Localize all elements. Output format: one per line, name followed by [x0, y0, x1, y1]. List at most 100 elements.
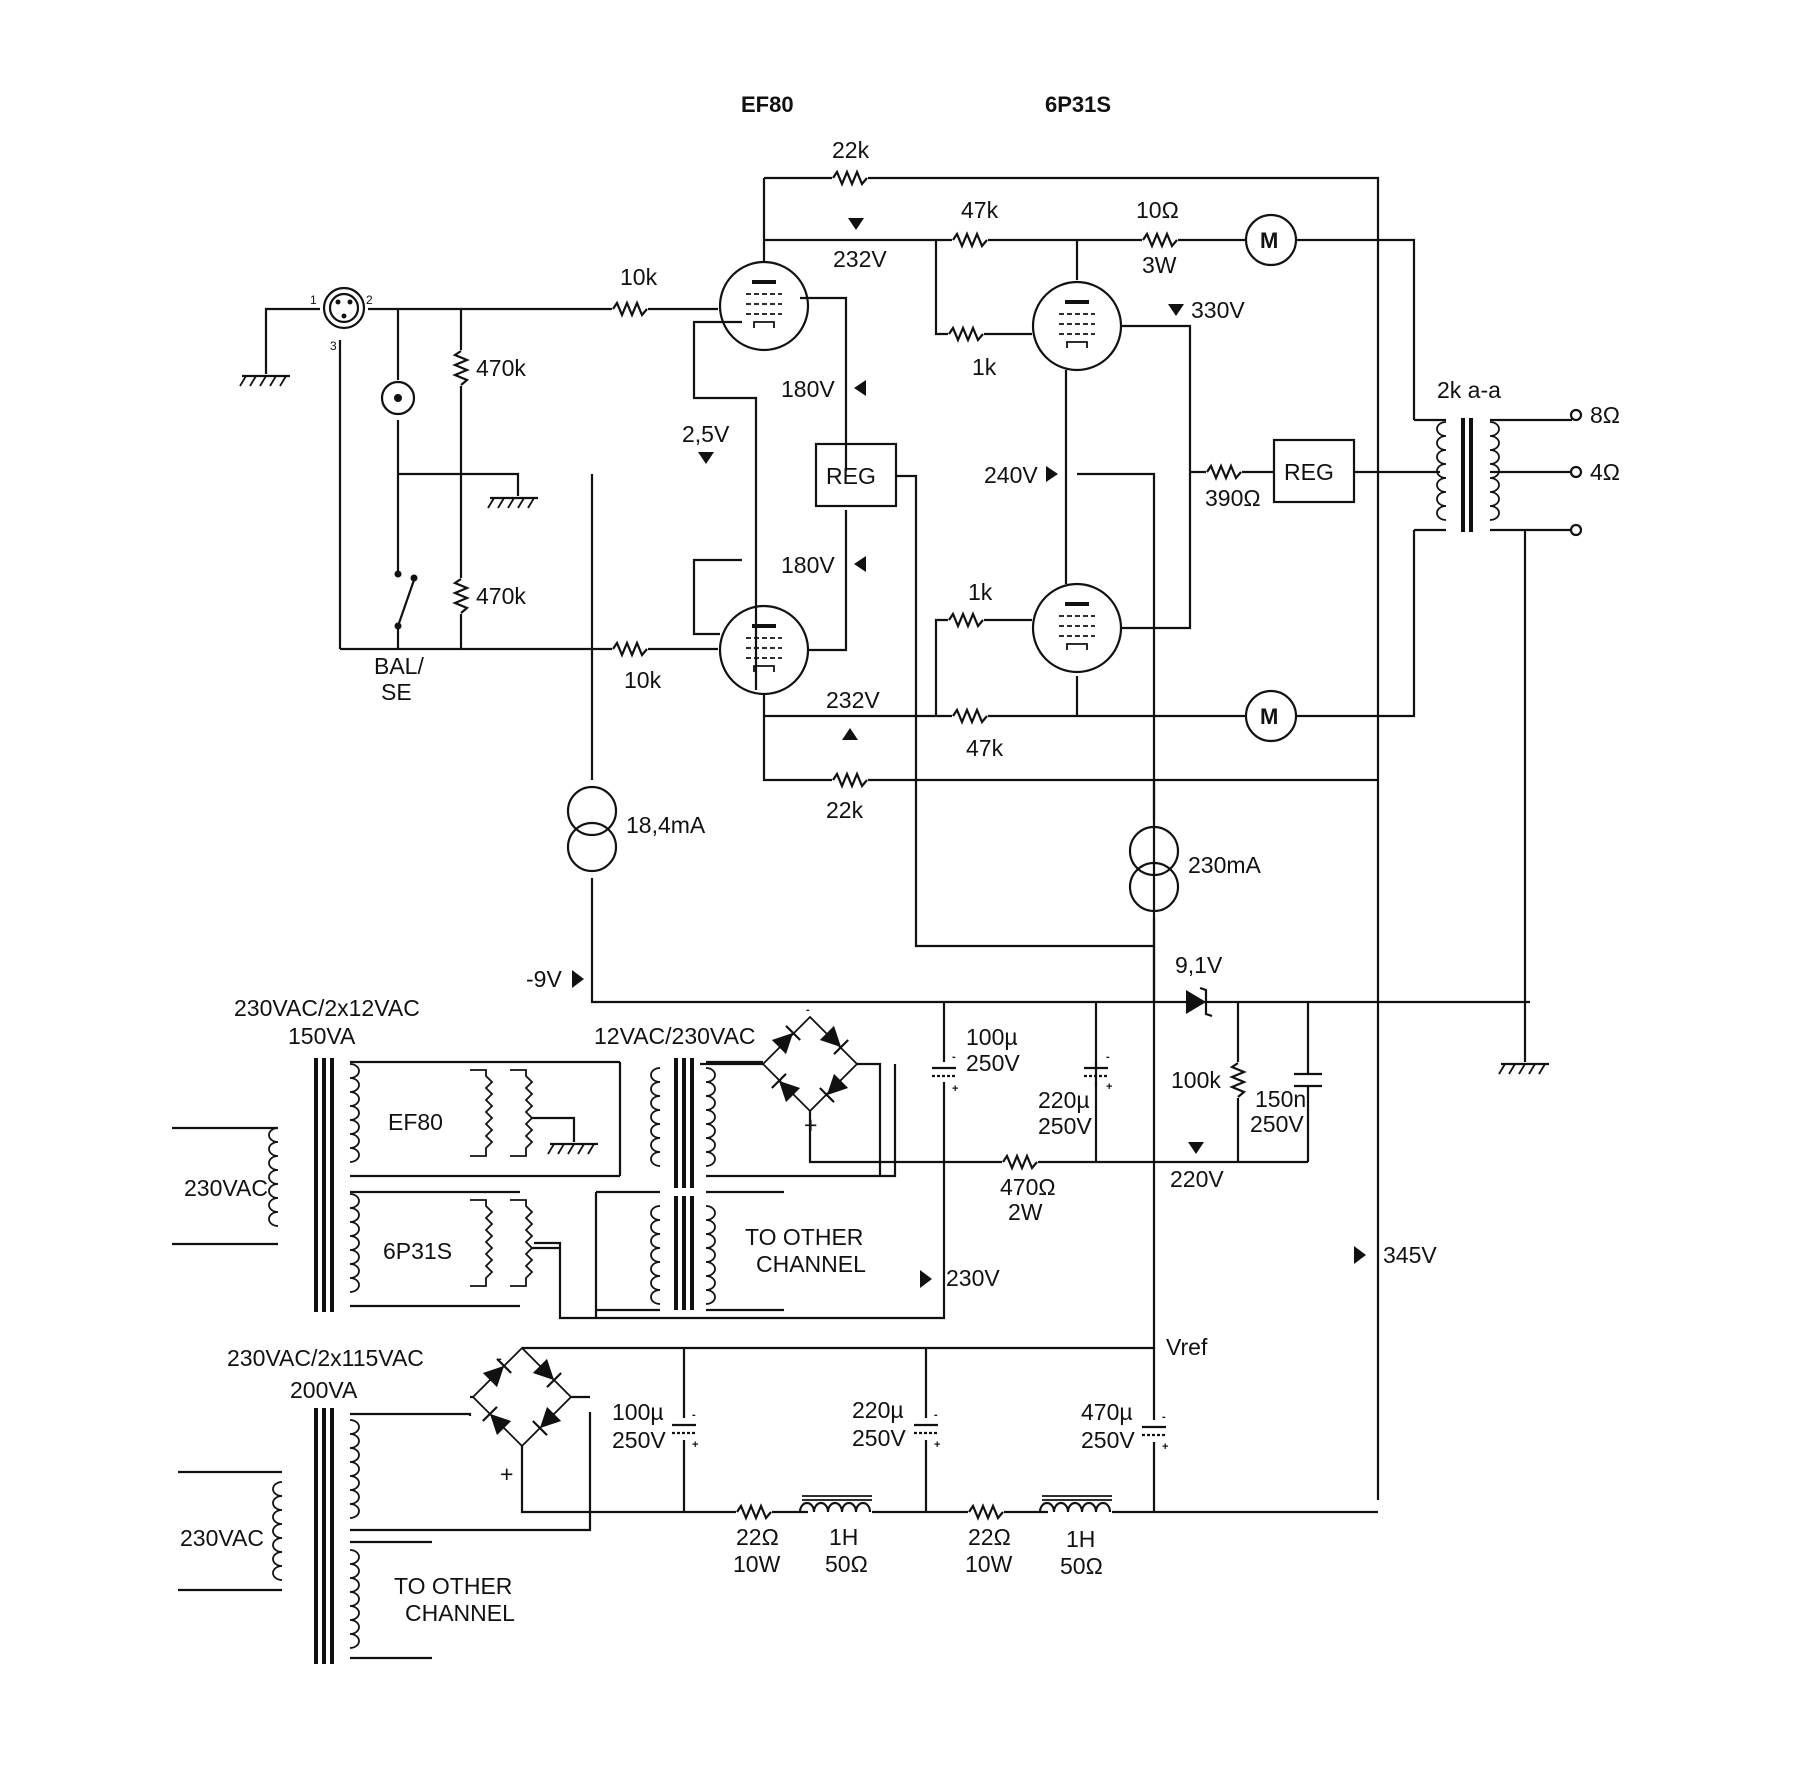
r10k-top-label: 10k: [620, 264, 658, 290]
r100k-label: 100k: [1171, 1067, 1221, 1093]
switch-label-1: BAL/: [374, 653, 424, 679]
ef80-title: EF80: [741, 92, 794, 117]
c470u-hv-plus: +: [1162, 1441, 1168, 1453]
r470ohm-w-label: 2W: [1008, 1199, 1043, 1225]
r390-label: 390Ω: [1205, 485, 1261, 511]
t3-name-label: 230VAC/2x115VAC: [227, 1345, 424, 1371]
ccs-18mA: [566, 785, 618, 873]
output-8ohm-terminal[interactable]: [1569, 408, 1583, 422]
v2-5-label: 2,5V: [682, 421, 730, 447]
r100k: [1230, 1002, 1246, 1162]
c470u-hv-label: 470µ: [1081, 1399, 1133, 1425]
transformer-heater: [172, 1058, 620, 1312]
c100u-lv-label: 100µ: [966, 1024, 1018, 1050]
transformer-step-up: [594, 1058, 897, 1318]
r22ohm-1-w-label: 10W: [733, 1551, 781, 1577]
r22ohm-1-label: 22Ω: [736, 1524, 779, 1550]
choke-1-label: 1H: [829, 1524, 858, 1550]
c100u-hv-label: 100µ: [612, 1399, 664, 1425]
bridge2-minus: -: [498, 1353, 502, 1365]
ccs-18mA-label: 18,4mA: [626, 812, 706, 838]
c470u-hv-v-label: 250V: [1081, 1427, 1135, 1453]
6p31s-title: 6P31S: [1045, 92, 1111, 117]
c220u-lv-plus: +: [1106, 1081, 1112, 1093]
t1-name-label: 230VAC/2x12VAC: [234, 995, 420, 1021]
xlr-pin2: 2: [366, 293, 373, 307]
anode-line-top: [764, 232, 1416, 420]
t1-primary-label: 230VAC: [184, 1175, 268, 1201]
c220u-hv-plus: +: [934, 1439, 940, 1451]
r47k-bot-label: 47k: [966, 735, 1004, 761]
c220u-hv-v-label: 250V: [852, 1425, 906, 1451]
c220u-lv-label: 220µ: [1038, 1087, 1090, 1113]
v240-label: 240V: [984, 462, 1038, 488]
c100u-hv-plus: +: [692, 1439, 698, 1451]
meter-top-label: M: [1260, 228, 1278, 253]
r10ohm-watt-label: 3W: [1142, 252, 1177, 278]
ground-input: [238, 374, 292, 388]
meter-bottom: M: [1244, 689, 1298, 743]
t1-va-label: 150VA: [288, 1023, 356, 1049]
feedback-resistor-top: [762, 170, 1380, 1500]
t3-other-1: TO OTHER: [394, 1573, 512, 1599]
r470k-top-label: 470k: [476, 355, 526, 381]
r22ohm-2-w-label: 10W: [965, 1551, 1013, 1577]
6p31s-reg-label: REG: [1284, 459, 1334, 485]
c100u-lv-minus: -: [952, 1051, 956, 1063]
c100u-lv-v-label: 250V: [966, 1050, 1020, 1076]
ground-heater: [546, 1142, 600, 1156]
r470ohm-label: 470Ω: [1000, 1174, 1056, 1200]
v9-1-label: 9,1V: [1175, 952, 1223, 978]
xlr-pin1: 1: [310, 293, 317, 307]
output-4ohm-label: 4Ω: [1590, 459, 1620, 485]
input-wiring: [264, 296, 1530, 1004]
r10ohm-label: 10Ω: [1136, 197, 1179, 223]
6p31s-tube-top: [1031, 280, 1192, 630]
xlr-pin3: 3: [330, 339, 337, 353]
zener-9v1: [1186, 986, 1213, 1018]
v180-bot-label: 180V: [781, 552, 835, 578]
ef80-tube-top: [718, 260, 810, 352]
v330-marker: [1168, 304, 1184, 316]
ef80-regulator: REG: [814, 442, 1154, 948]
ground-output: [1497, 1062, 1551, 1076]
v232-bot-label: 232V: [826, 687, 880, 713]
r10k-bot-label: 10k: [624, 667, 662, 693]
ef80-tube-bottom: [718, 604, 810, 696]
v232-bot-marker: [842, 728, 858, 740]
bridge1-plus: +: [804, 1112, 817, 1138]
output-common-terminal[interactable]: [1569, 523, 1583, 537]
v180-top-label: 180V: [781, 376, 835, 402]
r1k-bot-label: 1k: [968, 579, 993, 605]
rca-jack[interactable]: [380, 380, 416, 416]
t2-other-1: TO OTHER: [745, 1224, 863, 1250]
xlr-input-connector[interactable]: [322, 286, 366, 330]
t1-sec1-label: EF80: [388, 1109, 443, 1135]
ef80-reg-label: REG: [826, 463, 876, 489]
6p31s-tube-bottom: [1031, 582, 1123, 674]
choke-2-label: 1H: [1066, 1526, 1095, 1552]
ground-switch: [486, 496, 540, 510]
v232-top-label: 232V: [833, 246, 887, 272]
c470u-hv: [1140, 1425, 1168, 1437]
c100u-lv-plus: +: [952, 1083, 958, 1095]
output-4ohm-terminal[interactable]: [1569, 465, 1583, 479]
c220u-hv: [912, 1423, 940, 1435]
v330-label: 330V: [1191, 297, 1245, 323]
transformer-main: [178, 1408, 592, 1664]
choke-2-r-label: 50Ω: [1060, 1553, 1103, 1579]
output-8ohm-label: 8Ω: [1590, 402, 1620, 428]
c100u-hv-minus: -: [692, 1409, 696, 1421]
r1k-top-label: 1k: [972, 354, 997, 380]
c220u-lv-minus: -: [1106, 1051, 1110, 1063]
bridge1-minus: -: [806, 1004, 810, 1016]
bridge2-plus: +: [500, 1461, 513, 1487]
v220-marker: [1188, 1142, 1204, 1154]
ccs-230mA-label: 230mA: [1188, 852, 1262, 878]
bridge-rectifier-1: [534, 1002, 946, 1320]
meter-top: M: [1244, 213, 1298, 267]
r22ohm-2-label: 22Ω: [968, 1524, 1011, 1550]
v180-bot-marker: [854, 556, 866, 572]
v230-label: 230V: [946, 1265, 1000, 1291]
